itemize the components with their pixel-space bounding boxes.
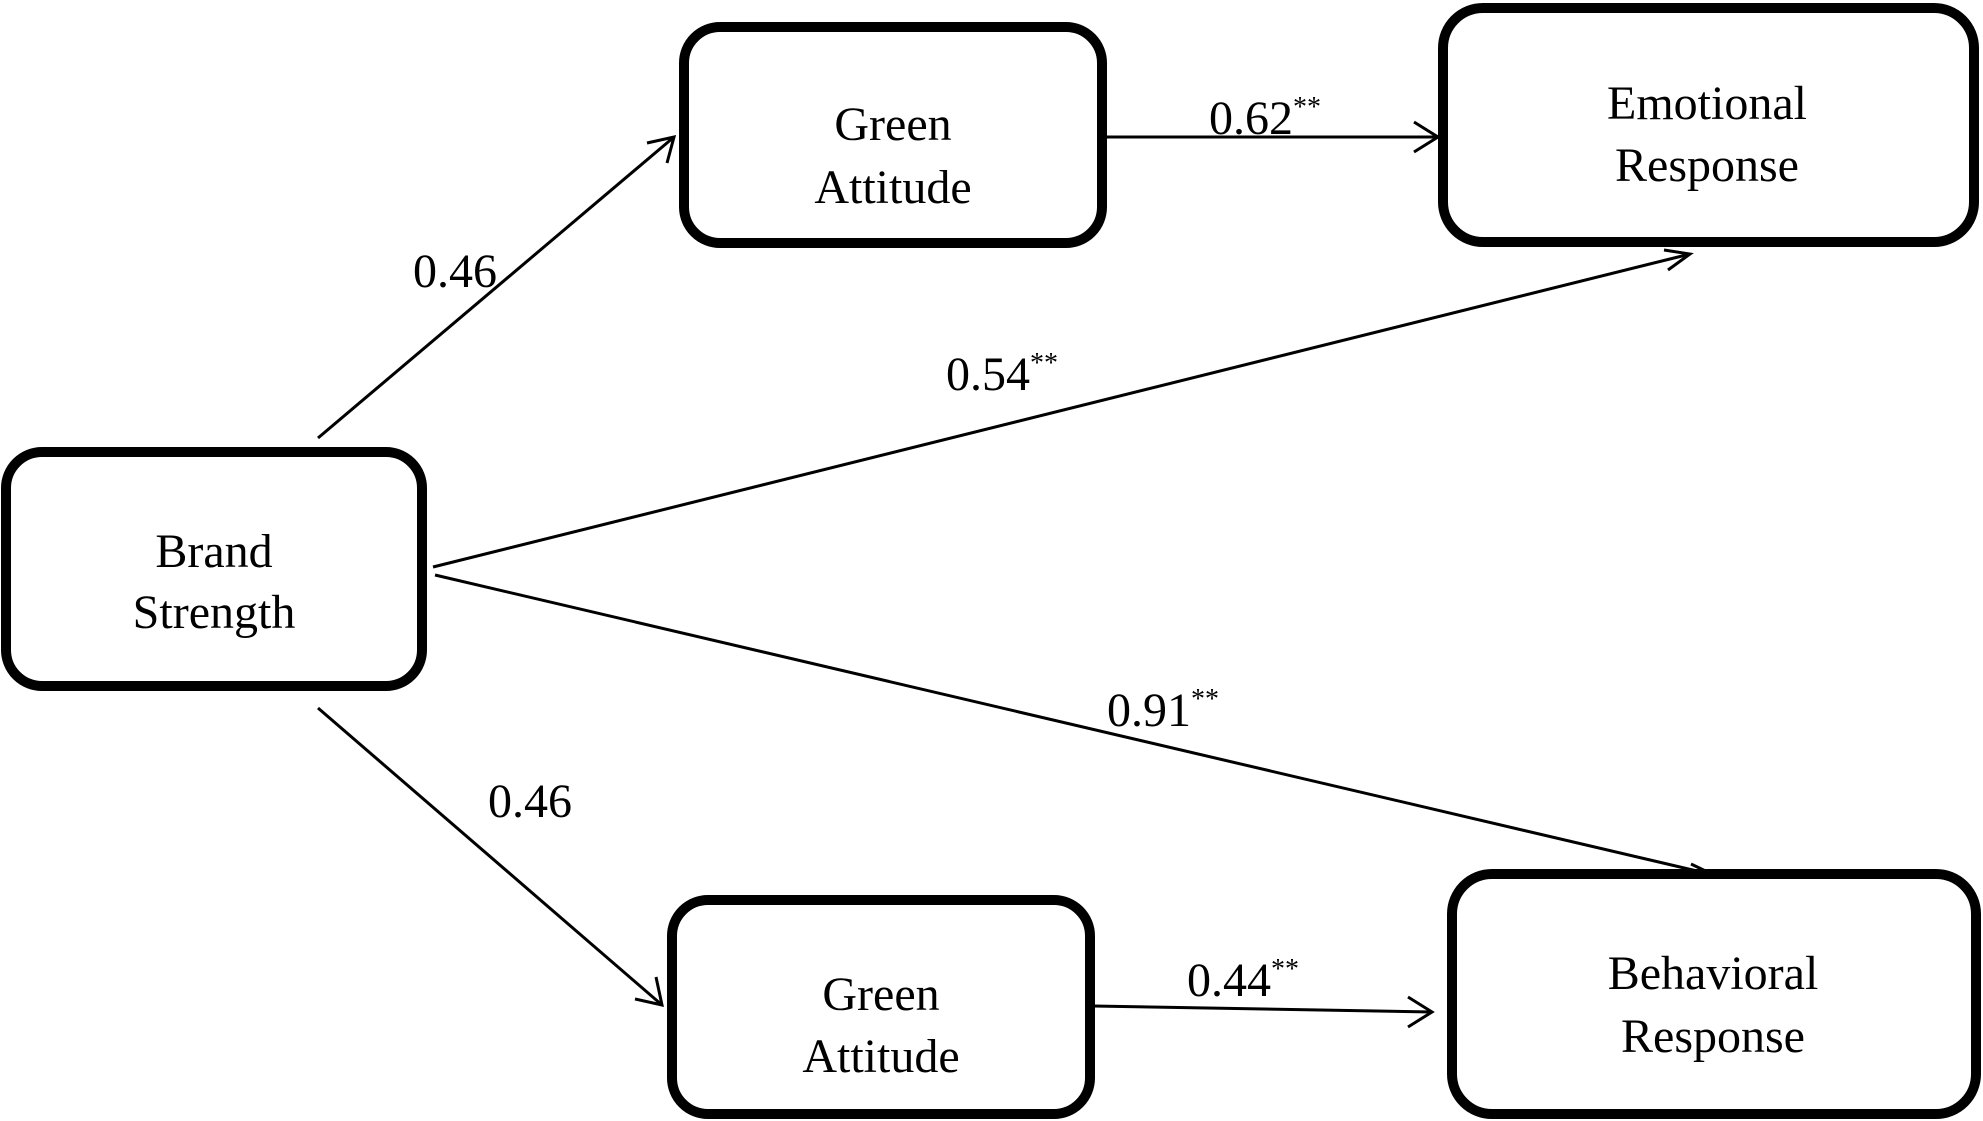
node-label-line1: Green [834, 98, 951, 151]
edge-line [317, 135, 675, 440]
edge-brand-to-behavioral-response: 0.91** [434, 573, 1718, 887]
arrowhead-icon [1663, 248, 1694, 272]
node-emotional-response: Emotional Response [1438, 3, 1979, 247]
edge-coefficient-label: 0.46 [488, 775, 572, 828]
edge-brand-to-emotional-response: 0.54** [432, 248, 1694, 569]
edge-green-attitude-top-to-emotional-response: 0.62** [1105, 92, 1441, 154]
arrowhead-icon [634, 976, 664, 1007]
node-label-line2: Attitude [802, 1030, 959, 1083]
node-behavioral-response: Behavioral Response [1447, 869, 1981, 1119]
node-brand-strength: Brand Strength [1, 447, 427, 691]
edge-line [1092, 1004, 1433, 1014]
edge-coefficient-label: 0.54** [946, 348, 1058, 401]
node-label-line2: Strength [133, 586, 296, 639]
arrowhead-icon [1407, 995, 1435, 1029]
node-label-line2: Attitude [814, 161, 971, 214]
edge-brand-to-green-attitude-bottom: 0.46 [317, 706, 664, 1007]
edge-coefficient-label: 0.46 [413, 245, 497, 298]
edge-green-attitude-bottom-to-behavioral-response: 0.44** [1092, 954, 1435, 1029]
edge-line [432, 252, 1691, 569]
edge-coefficient-label: 0.44** [1187, 954, 1299, 1007]
node-label-line1: Green [822, 968, 939, 1021]
node-label-line1: Behavioral [1608, 947, 1819, 1000]
arrowhead-icon [646, 134, 677, 164]
node-green-attitude-bottom: Green Attitude [667, 895, 1095, 1119]
node-label-line1: Emotional [1607, 77, 1807, 130]
node-box [679, 22, 1107, 248]
node-box [1, 447, 427, 691]
edge-line [317, 706, 663, 1007]
edge-coefficient-label: 0.62** [1209, 92, 1321, 145]
node-label-line2: Response [1615, 139, 1799, 192]
edge-line [434, 573, 1715, 877]
node-box [1447, 869, 1981, 1119]
node-label-line2: Response [1621, 1010, 1805, 1063]
node-box [1438, 3, 1979, 247]
edge-coefficient-label: 0.91** [1107, 684, 1219, 737]
node-label-line1: Brand [155, 525, 272, 578]
node-green-attitude-top: Green Attitude [679, 22, 1107, 248]
edge-brand-to-green-attitude-top: 0.46 [317, 134, 677, 440]
node-box [667, 895, 1095, 1119]
